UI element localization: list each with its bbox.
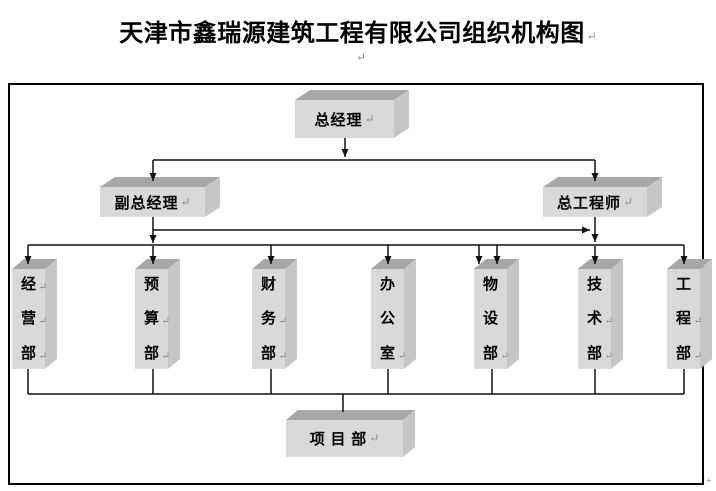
node-label: 副总经理: [114, 195, 179, 212]
box-dept-2: 预算↵部↵: [135, 259, 180, 369]
box-deputy-general-manager: 副总经理↵: [100, 177, 220, 217]
page-title: 天津市鑫瑞源建筑工程有限公司组织机构图↵: [0, 13, 716, 48]
box-project-department: 项 目 部↵: [286, 410, 415, 457]
node-label: 项 目 部: [309, 432, 368, 448]
dept-label-char: 工: [675, 276, 691, 293]
dept-label-char: 术: [586, 311, 602, 327]
box-front-face: 财务↵部↵: [252, 269, 287, 369]
pilcrow-mark: ↵: [161, 350, 170, 362]
dept-label-line: 经↵: [12, 276, 47, 293]
dept-label-char: 预: [143, 276, 159, 293]
dept-label-line: 部↵: [135, 345, 170, 362]
dept-label-char: 经: [20, 276, 36, 293]
pilcrow-mark: ↵: [604, 316, 613, 327]
dept-label-char: 营: [20, 311, 36, 327]
box-dept-1: 经↵营↵部↵: [12, 259, 57, 369]
box-dept-3: 财务↵部↵: [252, 259, 297, 369]
dept-label-line: 营↵: [12, 310, 47, 327]
box-front-face: 技术↵部↵: [578, 269, 613, 369]
page-title-text: 天津市鑫瑞源建筑工程有限公司组织机构图: [119, 21, 585, 47]
dept-label-line: 部↵: [12, 345, 47, 362]
box-front-face: 物设部↵: [474, 269, 509, 369]
dept-label-line: 术↵: [578, 310, 613, 327]
dept-label-char: 部: [586, 345, 602, 362]
pilcrow-mark: ↵: [500, 350, 509, 362]
dept-label-char: 务: [260, 311, 276, 327]
dept-label-line: 部↵: [578, 345, 613, 362]
dept-label-line: 工: [667, 276, 700, 293]
dept-label-line: 部↵: [252, 345, 287, 362]
anchor-mark: +: [706, 476, 712, 487]
dept-label-char: 物: [482, 276, 498, 293]
pilcrow-mark: ↵: [161, 316, 170, 327]
node-label: 总经理: [314, 112, 363, 129]
dept-label-line: 预: [135, 276, 168, 293]
pilcrow-mark: ↵: [38, 316, 47, 327]
pilcrow-mark: ↵: [369, 431, 380, 445]
dept-label-char: 设: [482, 311, 498, 327]
box-front-face: 预算↵部↵: [135, 269, 170, 369]
dept-label-char: 算: [143, 311, 159, 327]
pilcrow-mark: ↵: [604, 350, 613, 362]
pilcrow-mark: ↵: [180, 194, 191, 209]
pilcrow-mark: ↵: [278, 316, 287, 327]
dept-label-line: 室↵: [371, 345, 406, 362]
box-front-face: 工程↵部↵: [667, 269, 702, 369]
box-dept-5: 物设部↵: [474, 259, 519, 369]
dept-label-char: 部: [20, 345, 36, 362]
box-front-face: 总经理↵: [295, 100, 394, 138]
dept-label-char: 室: [379, 345, 395, 362]
dept-label-line: 财: [252, 276, 285, 293]
pilcrow-mark: ↵: [38, 350, 47, 362]
dept-label-line: 部↵: [667, 345, 702, 362]
box-chief-engineer: 总工程师↵: [543, 177, 662, 217]
box-dept-6: 技术↵部↵: [578, 259, 623, 369]
pilcrow-mark: ↵: [693, 316, 702, 327]
dept-label-line: 务↵: [252, 310, 287, 327]
dept-label-line: 办: [371, 276, 404, 293]
box-dept-4: 办公室↵: [371, 259, 416, 369]
dept-label-char: 程: [675, 311, 691, 327]
box-front-face: 经↵营↵部↵: [12, 269, 47, 369]
box-dept-7: 工程↵部↵: [667, 259, 712, 369]
dept-label-char: 公: [379, 311, 395, 327]
box-front-face: 副总经理↵: [100, 187, 205, 217]
dept-label-char: 技: [586, 276, 602, 293]
pilcrow-mark: ↵: [38, 281, 47, 293]
dept-label-line: 算↵: [135, 310, 170, 327]
dept-label-line: 部↵: [474, 345, 509, 362]
pilcrow-mark: ↵: [693, 350, 702, 362]
box-front-face: 项 目 部↵: [286, 420, 403, 457]
dept-label-line: 程↵: [667, 310, 702, 327]
node-label: 总工程师: [556, 195, 621, 212]
box-front-face: 总工程师↵: [543, 187, 647, 217]
dept-label-char: 部: [143, 345, 159, 362]
dept-label-char: 财: [260, 276, 276, 293]
pilcrow-mark: ↵: [586, 29, 597, 43]
box-general-manager: 总经理↵: [295, 90, 409, 138]
dept-label-line: 物: [474, 276, 507, 293]
dept-label-char: 办: [379, 276, 395, 293]
box-front-face: 办公室↵: [371, 269, 406, 369]
dept-label-char: 部: [482, 345, 498, 362]
pilcrow-mark: ↵: [622, 194, 634, 209]
dept-label-char: 部: [675, 345, 691, 362]
pilcrow-mark: ↵: [397, 350, 406, 362]
dept-label-char: 部: [260, 345, 276, 362]
dept-label-line: 技: [578, 276, 611, 293]
pilcrow-mark: ↵: [356, 50, 367, 64]
dept-label-line: 设: [474, 310, 507, 327]
dept-label-line: 公: [371, 310, 404, 327]
pilcrow-mark: ↵: [364, 111, 375, 126]
pilcrow-mark: ↵: [278, 350, 287, 362]
